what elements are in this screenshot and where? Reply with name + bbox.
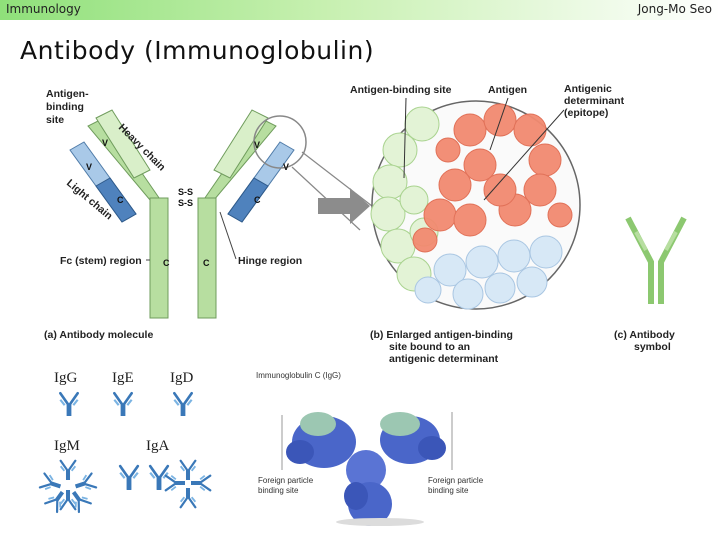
course-name: Immunology <box>6 2 81 16</box>
panel-c-caption-line1: (c) Antibody <box>614 329 675 341</box>
c-region-label-light-left: C <box>117 195 124 205</box>
antigen-binding-site-label-line2: binding <box>46 101 84 113</box>
structure-title: Immunoglobulin C (IgG) <box>256 371 341 380</box>
antigenic-determinant-label-line2: determinant <box>564 95 625 107</box>
epitope-leader-line <box>483 109 565 201</box>
c-region-label-light-right: C <box>254 195 261 205</box>
disulfide-bond-label-2: S-S <box>178 198 193 208</box>
zoom-guide-line-1 <box>301 151 373 207</box>
antigen-leader-line <box>489 97 509 151</box>
zoom-arrow-icon <box>318 188 370 224</box>
igg-icon <box>59 391 79 416</box>
binding-site-closeup <box>370 100 581 310</box>
iga-label: IgA <box>146 438 169 454</box>
antibody-symbol-icon <box>625 216 687 304</box>
right-site-label-line1: Foreign particle <box>428 476 484 485</box>
binding-site-leader-line <box>403 97 407 179</box>
fc-region-label: Fc (stem) region <box>60 255 142 267</box>
igg-label: IgG <box>54 370 77 386</box>
c-region-label-stem-left: C <box>163 258 170 268</box>
disulfide-bond-label-1: S-S <box>178 187 193 197</box>
antigenic-determinant-label-line3: (epitope) <box>564 107 608 119</box>
antigen-binding-site-label-line3: site <box>46 114 64 126</box>
iga-dimer-icon <box>118 459 212 509</box>
v-region-label-light-left: V <box>86 162 92 172</box>
antigen-label: Antigen <box>488 84 527 96</box>
ige-label: IgE <box>112 370 134 386</box>
c-region-label-stem-right: C <box>203 258 210 268</box>
panel-b-caption-line3: antigenic determinant <box>389 353 499 365</box>
panel-b-caption-line2: site bound to an <box>389 341 470 353</box>
igg-3d-structure-image <box>286 412 446 526</box>
v-region-label-heavy-left: V <box>102 138 108 148</box>
igm-label: IgM <box>54 438 80 454</box>
antigen-binding-site-label-line1: Antigen- <box>46 88 89 100</box>
panel-c-caption-line2: symbol <box>634 341 671 353</box>
left-site-label-line1: Foreign particle <box>258 476 314 485</box>
header-bar <box>0 0 720 20</box>
antibody-diagram <box>69 109 307 319</box>
antigenic-determinant-label-line1: Antigenic <box>564 83 612 95</box>
hinge-leader-line <box>219 211 237 260</box>
left-site-label-line2: binding site <box>258 486 299 495</box>
right-site-label-line2: binding site <box>428 486 469 495</box>
panel-b-caption-line1: (b) Enlarged antigen-binding <box>370 329 513 341</box>
igm-pentamer-icon <box>38 459 98 514</box>
ige-icon <box>113 391 133 416</box>
antigen-binding-site-label-closeup: Antigen-binding site <box>350 84 452 96</box>
slide-title: Antibody (Immunoglobulin) <box>20 36 375 65</box>
igd-icon <box>173 391 193 416</box>
v-region-label-heavy-right: V <box>254 140 260 150</box>
v-region-label-light-right: V <box>283 162 289 172</box>
panel-a-caption: (a) Antibody molecule <box>44 329 153 341</box>
hinge-region-label: Hinge region <box>238 255 302 267</box>
author-name: Jong-Mo Seo <box>637 2 712 16</box>
igd-label: IgD <box>170 370 193 386</box>
